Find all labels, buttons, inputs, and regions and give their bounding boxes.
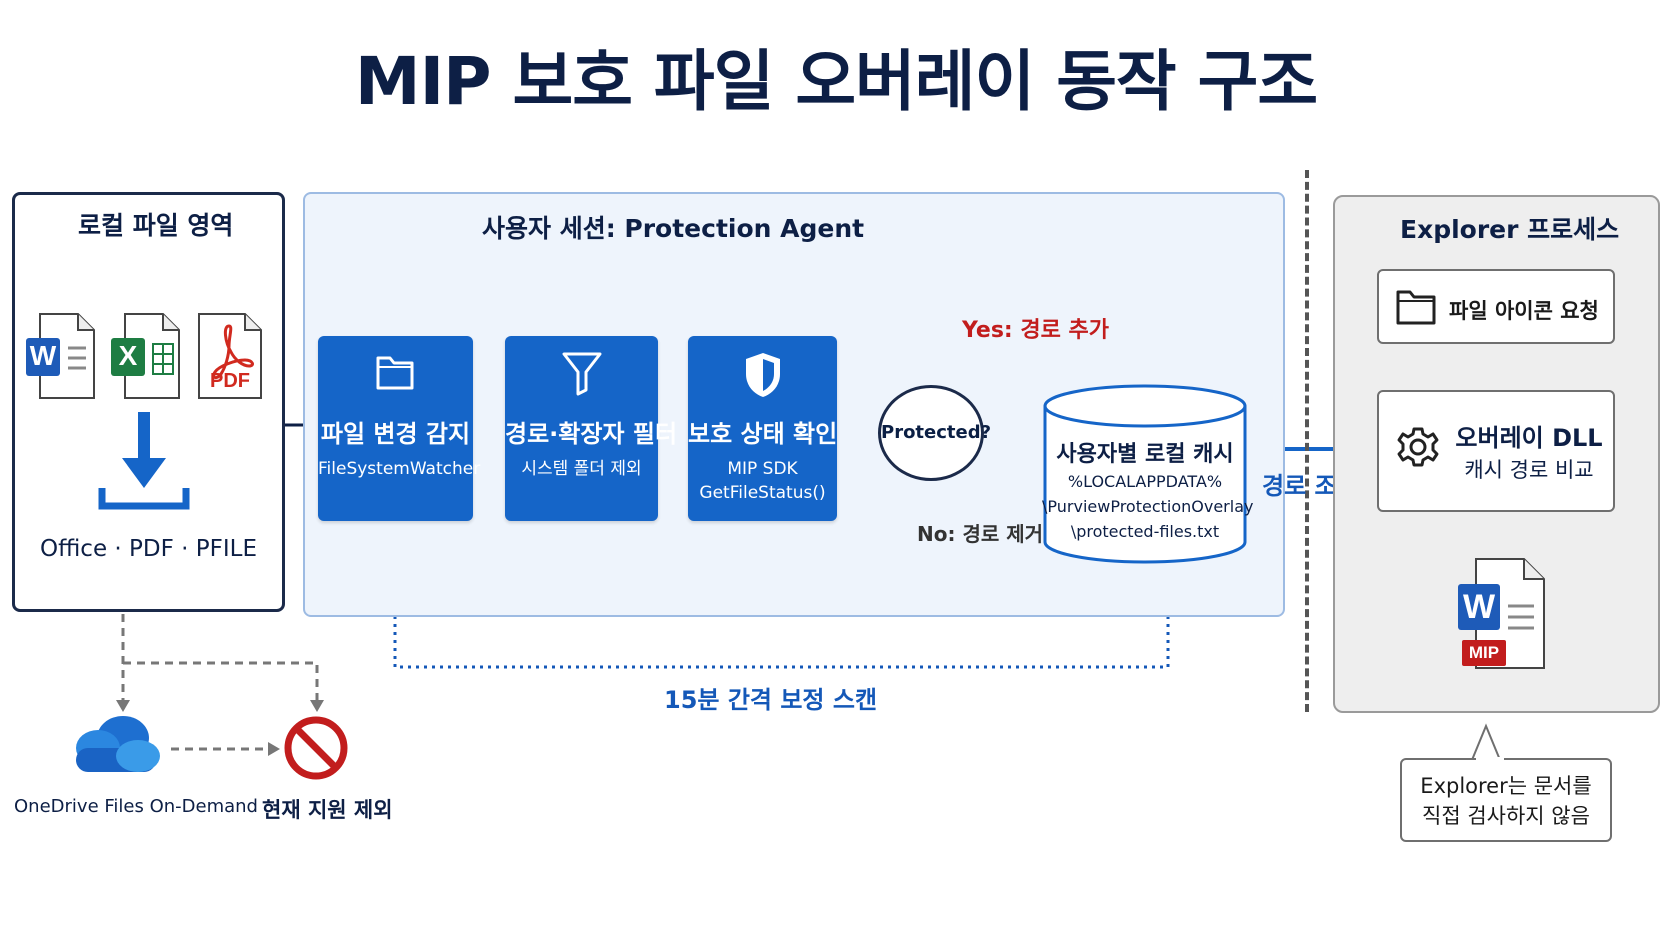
explorer-panel-title: Explorer 프로세스 [1400, 215, 1620, 244]
no-label: No: 경로 제거 [917, 522, 1044, 546]
cache-path-line2: \PurviewProtectionOverlay [1042, 497, 1254, 516]
check-sub-line2: GetFileStatus() [699, 483, 826, 503]
icon-request-label: 파일 아이콘 요청 [1449, 299, 1599, 323]
overlay-dll-box: 오버레이 DLL 캐시 경로 비교 [1377, 390, 1615, 512]
word-mip-file-icon: W MIP [1456, 556, 1548, 674]
filter-sub: 시스템 폴더 제외 [521, 459, 642, 479]
callout-line1: Explorer는 문서를 [1420, 774, 1592, 798]
shield-icon [745, 353, 780, 397]
filter-title: 경로·확장자 필터 [505, 420, 678, 448]
icon-request-box: 파일 아이콘 요청 [1377, 269, 1615, 344]
filter-icon [562, 352, 601, 396]
download-arrow-icon [98, 412, 190, 510]
detect-title: 파일 변경 감지 [320, 420, 471, 448]
local-file-types: Office · PDF · PFILE [39, 536, 258, 562]
cache-path-line1: %LOCALAPPDATA% [1067, 472, 1223, 491]
mip-badge: MIP [1468, 643, 1500, 662]
path-filter-box: 경로·확장자 필터 시스템 폴더 제외 [505, 336, 678, 521]
protected-decision: Protected? [878, 385, 991, 481]
dll-sub: 캐시 경로 비교 [1464, 458, 1594, 482]
cloud-icon [76, 716, 160, 772]
excel-file-icon: X [111, 312, 181, 400]
cache-path-line3: \protected-files.txt [1070, 522, 1220, 541]
callout-pointer [1471, 723, 1501, 761]
local-cache-cylinder [1043, 384, 1247, 564]
dash-local-excluded [123, 661, 319, 705]
folder-icon [1396, 290, 1436, 325]
local-files-panel [12, 192, 285, 612]
explorer-note-callout: Explorer는 문서를 직접 검사하지 않음 [1400, 758, 1612, 842]
check-sub: MIP SDK GetFileStatus() [688, 457, 837, 505]
word-file-icon: W [26, 312, 96, 400]
onedrive-label: OneDrive Files On-Demand [14, 796, 258, 817]
check-title: 보호 상태 확인 [688, 420, 838, 448]
callout-line2: 직접 검사하지 않음 [1422, 804, 1590, 828]
excluded-label: 현재 지원 제외 [262, 798, 393, 822]
process-divider [1305, 170, 1309, 712]
local-panel-title: 로컬 파일 영역 [78, 211, 234, 240]
prohibited-icon [284, 716, 348, 780]
gear-icon [1397, 427, 1439, 467]
agent-panel-title: 사용자 세션: Protection Agent [482, 214, 865, 243]
pdf-file-icon: PDF [197, 312, 263, 400]
detect-sub: FileSystemWatcher [318, 459, 481, 479]
protection-check-box: 보호 상태 확인 MIP SDK GetFileStatus() [688, 336, 837, 521]
check-sub-line1: MIP SDK [727, 459, 798, 479]
dll-title: 오버레이 DLL [1455, 424, 1603, 452]
folder-icon [376, 356, 413, 390]
yes-label: Yes: 경로 추가 [962, 318, 1110, 343]
file-change-detect-box: 파일 변경 감지 FileSystemWatcher [318, 336, 481, 521]
diagram-title: MIP 보호 파일 오버레이 동작 구조 [354, 43, 1318, 120]
cache-title: 사용자별 로컬 캐시 [1056, 442, 1234, 467]
word-mip-letter: W [1462, 588, 1496, 626]
scan-label: 15분 간격 보정 스캔 [664, 686, 878, 714]
